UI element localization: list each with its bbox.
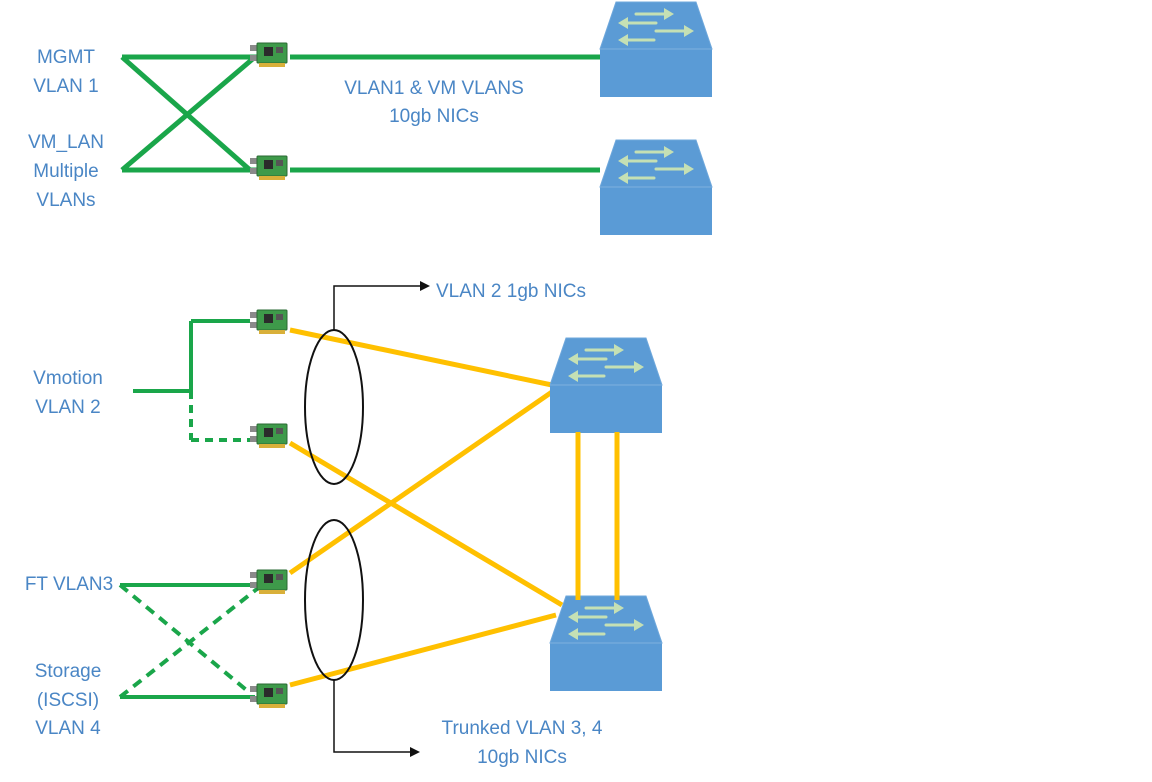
vmotion-label: Vmotion xyxy=(33,368,103,389)
vmlan-label: VM_LAN xyxy=(28,132,104,153)
vmotion-vlan-label: VLAN 2 xyxy=(35,397,100,418)
switches xyxy=(548,0,714,693)
vmlan-multiple-label: Multiple xyxy=(33,161,98,182)
network-switch-icon xyxy=(548,336,664,435)
top-note-title: VLAN1 & VM VLANS xyxy=(344,78,524,99)
top-note-subtitle: 10gb NICs xyxy=(389,106,479,127)
top-green-links xyxy=(120,54,600,173)
lag-groupings xyxy=(304,329,364,681)
vlan2-note: VLAN 2 1gb NICs xyxy=(436,281,586,302)
nic-card-icon xyxy=(249,683,288,709)
storage-vlan-label: VLAN 4 xyxy=(35,718,101,739)
trunk-note-subtitle: 10gb NICs xyxy=(477,747,567,768)
storage-iscsi-label: (ISCSI) xyxy=(37,690,99,711)
callout-arrows xyxy=(333,281,430,757)
nic-card-icon xyxy=(249,309,288,335)
trunk-note-title: Trunked VLAN 3, 4 xyxy=(442,718,603,739)
labels: MGMT VLAN 1 VM_LAN Multiple VLANs VLAN1 … xyxy=(25,47,603,768)
storage-label: Storage xyxy=(35,661,102,682)
ft-storage-links xyxy=(118,583,264,699)
nic-card-icon xyxy=(249,423,288,449)
vmlan-vlans-label: VLANs xyxy=(36,190,95,211)
switch-interconnect xyxy=(575,432,620,600)
nic-card-icon xyxy=(249,155,288,181)
mgmt-label: MGMT xyxy=(37,47,95,68)
nic-cards xyxy=(249,42,288,709)
nic-card-icon xyxy=(249,42,288,68)
ft-label: FT VLAN3 xyxy=(25,574,113,595)
network-switch-icon xyxy=(548,594,664,693)
network-switch-icon xyxy=(598,138,714,237)
vmotion-links xyxy=(133,319,250,442)
mgmt-vlan-label: VLAN 1 xyxy=(33,76,98,97)
network-switch-icon xyxy=(598,0,714,99)
